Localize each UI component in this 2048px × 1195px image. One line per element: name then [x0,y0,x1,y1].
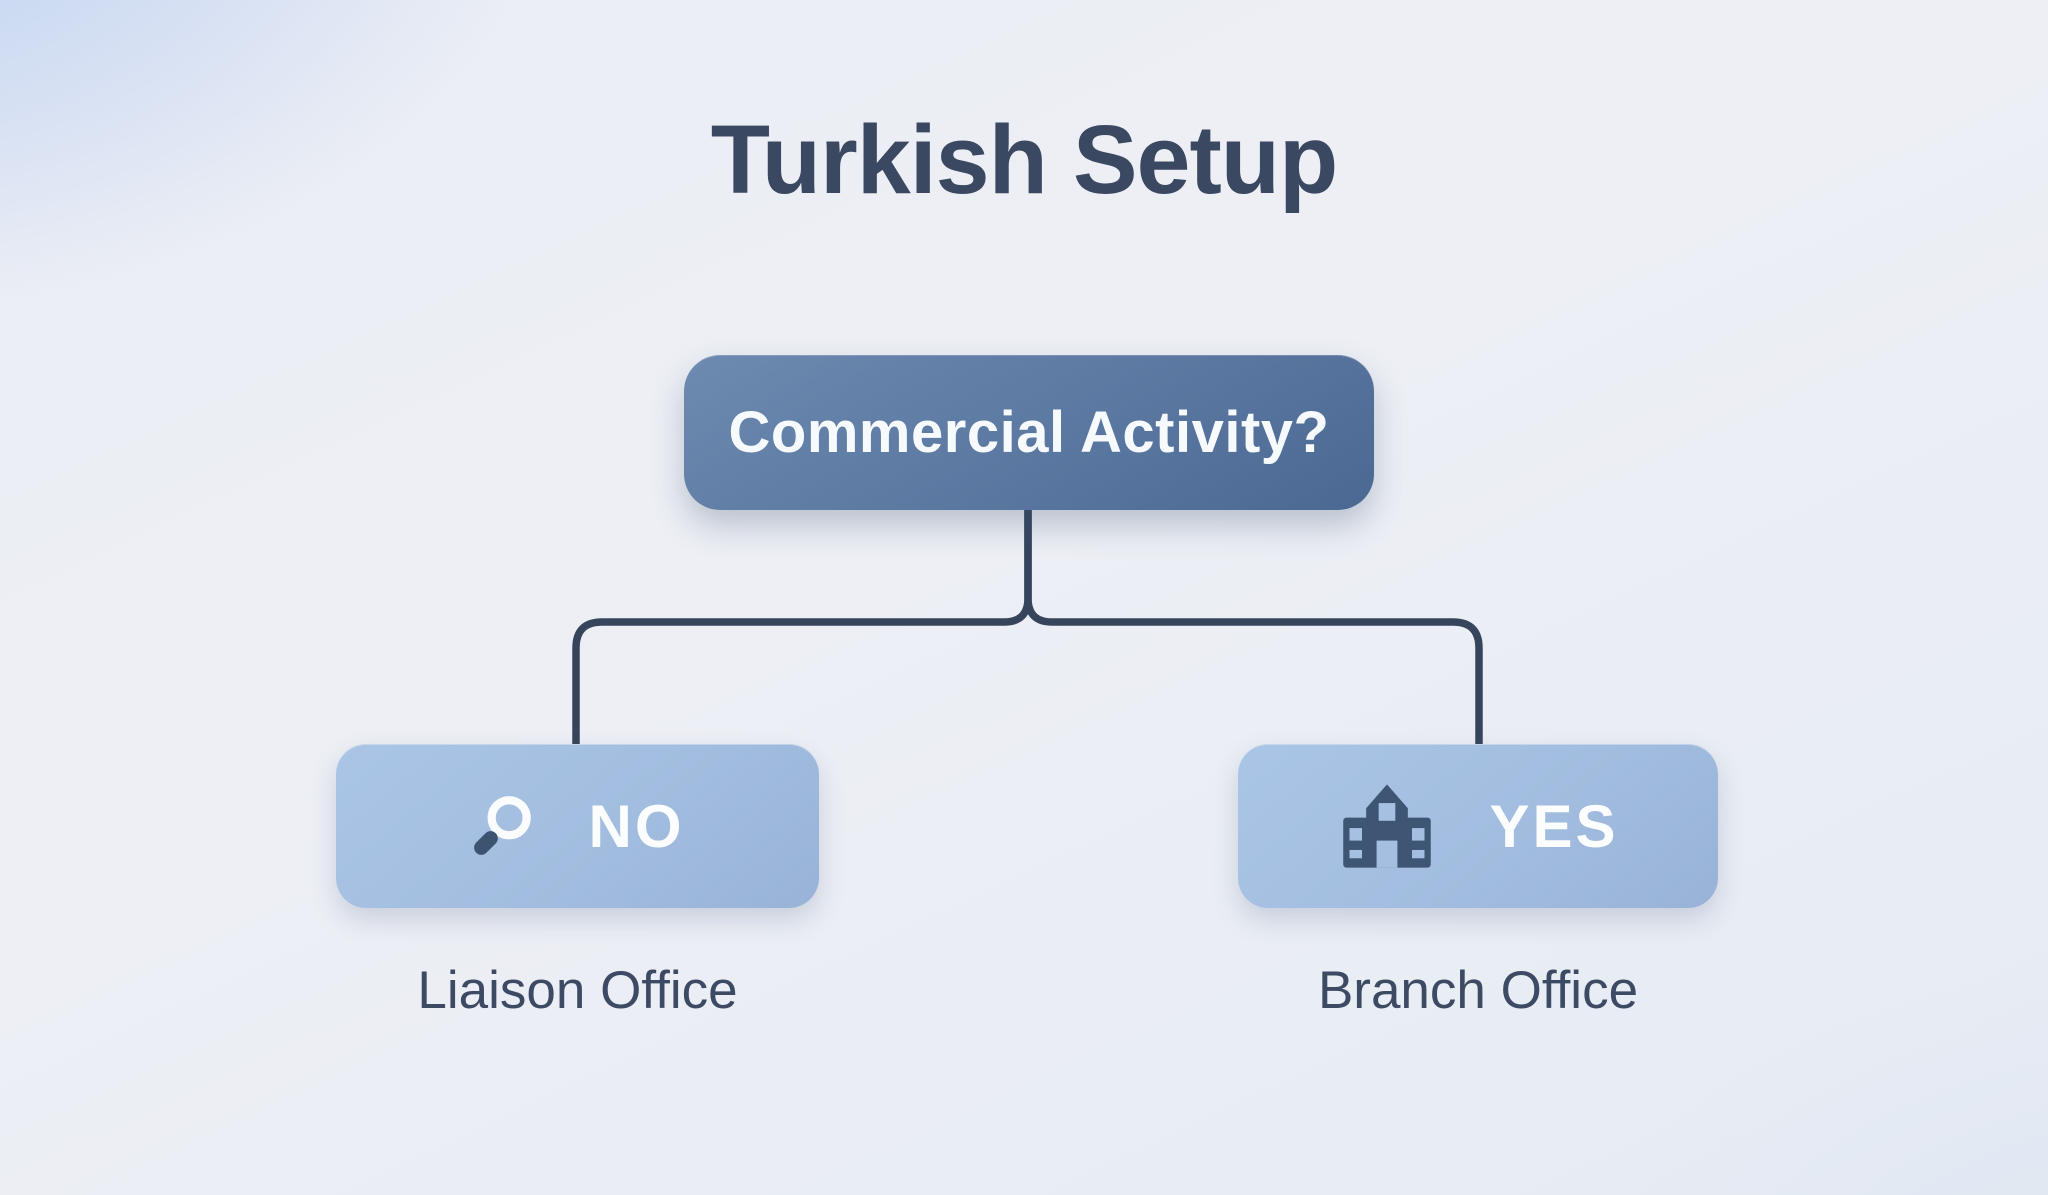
building-icon [1337,776,1438,876]
branch-answer-no: NO [588,792,685,860]
branch-node-no: NO [336,744,819,908]
decision-node-label: Commercial Activity? [728,400,1330,465]
outcome-label-liaison-office: Liaison Office [417,961,738,1020]
connector-left-branch [572,506,1032,748]
magnifier-icon [473,796,531,855]
branch-node-yes: YES [1238,744,1718,908]
page-title: Turkish Setup [710,105,1339,214]
outcome-label-branch-office: Branch Office [1317,961,1639,1020]
decision-node-commercial-activity: Commercial Activity? [684,355,1374,510]
connector-right-branch [1024,506,1483,748]
branch-answer-yes: YES [1489,792,1619,860]
